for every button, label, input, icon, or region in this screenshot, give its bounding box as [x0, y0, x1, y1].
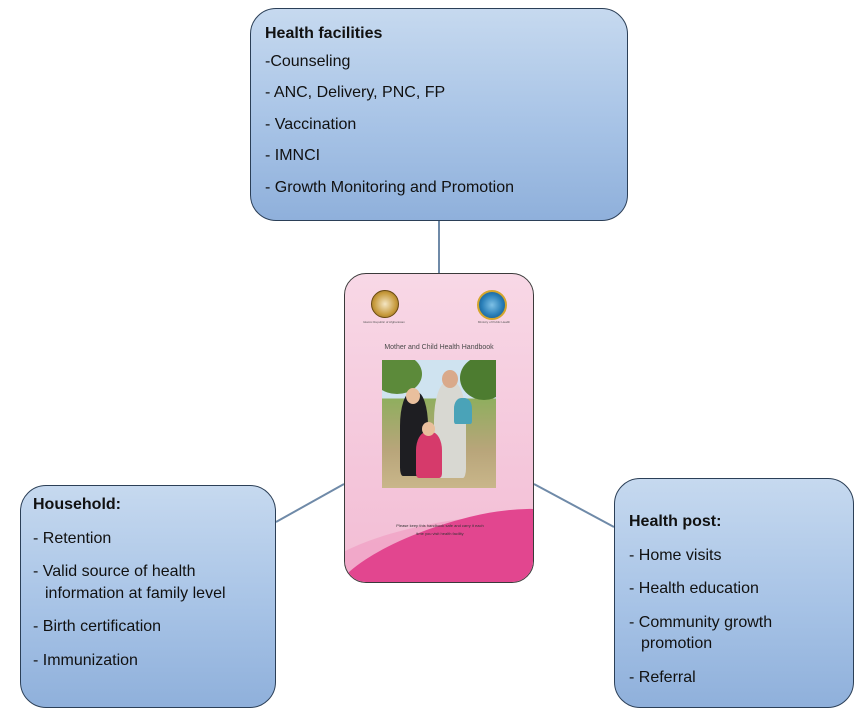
health-facilities-box: Health facilities -Counseling - ANC, Del… [250, 8, 628, 221]
list-item: - ANC, Delivery, PNC, FP [265, 84, 446, 102]
household-list: - Retention - Valid source of health inf… [33, 528, 265, 672]
cover-wave-accent [345, 491, 533, 582]
list-item: - Community growth promotion [629, 613, 773, 653]
handbook-note: Please keep this handbook safe and carry… [353, 522, 527, 537]
tree-shape [460, 360, 496, 400]
household-title: Household: [33, 496, 121, 513]
list-item: - Immunization [33, 651, 138, 669]
handbook-cover: Islamic Republic of Afghanistan Ministry… [344, 273, 534, 583]
health-post-list: - Home visits - Health education - Commu… [629, 545, 845, 689]
child-figure [416, 432, 442, 478]
list-item: - IMNCI [265, 147, 321, 165]
health-facilities-list: -Counseling - ANC, Delivery, PNC, FP - V… [265, 51, 613, 199]
connector-right [533, 483, 615, 528]
health-post-box: Health post: - Home visits - Health educ… [614, 478, 854, 708]
health-post-title: Health post: [629, 513, 722, 530]
child-head [422, 422, 435, 436]
emblem-right-caption: Ministry of Public Health [477, 320, 511, 324]
list-item: - Valid source of health information at … [33, 563, 226, 602]
list-item: -Counseling [265, 52, 351, 70]
connector-left [275, 483, 345, 523]
baby-figure [454, 398, 472, 424]
mother-head [406, 388, 420, 404]
list-item: - Vaccination [265, 115, 357, 133]
handbook-note-line1: Please keep this handbook safe and carry… [396, 523, 484, 528]
handbook-title: Mother and Child Health Handbook [384, 344, 494, 351]
list-item: - Referral [629, 668, 696, 686]
father-head [442, 370, 458, 388]
list-item: - Birth certification [33, 618, 162, 636]
list-item: - Growth Monitoring and Promotion [265, 178, 514, 196]
handbook-note-line2: time you visit health facility [416, 530, 464, 536]
emblem-left-caption: Islamic Republic of Afghanistan [363, 320, 405, 324]
list-item: - Home visits [629, 546, 722, 564]
list-item: - Retention [33, 529, 112, 547]
health-facilities-title: Health facilities [265, 25, 383, 42]
ministry-emblem-icon [477, 290, 507, 320]
family-illustration [382, 360, 496, 488]
government-emblem-icon [371, 290, 399, 318]
household-box: Household: - Retention - Valid source of… [20, 485, 276, 708]
list-item: - Health education [629, 580, 759, 598]
